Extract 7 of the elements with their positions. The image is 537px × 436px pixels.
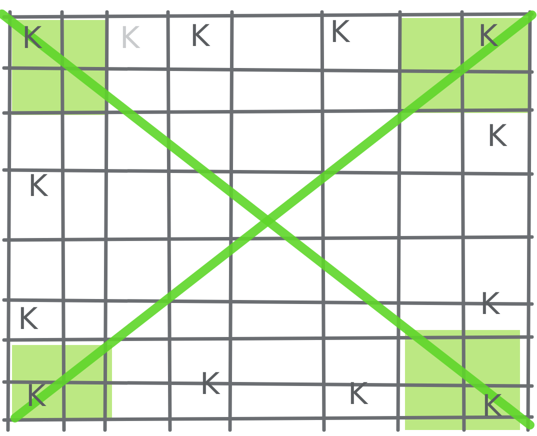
- letter-label: K: [18, 305, 38, 335]
- letter-label: K: [487, 122, 507, 152]
- letter-label: K: [190, 22, 210, 52]
- letter-label: K: [348, 380, 368, 410]
- letter-label: K: [330, 18, 350, 48]
- letter-label: K: [28, 172, 48, 202]
- letter-label: K: [482, 392, 502, 422]
